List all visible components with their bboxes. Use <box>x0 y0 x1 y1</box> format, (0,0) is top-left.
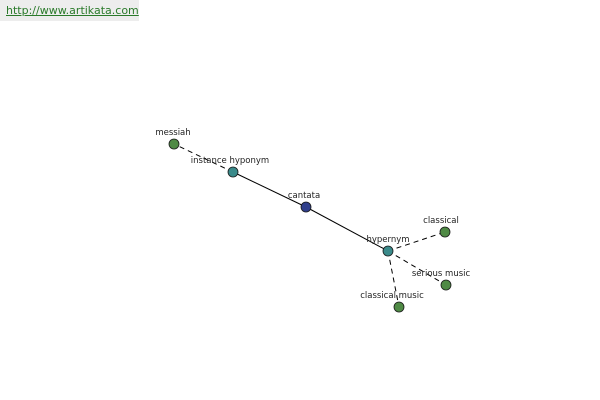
source-url-bar: http://www.artikata.com <box>0 0 139 21</box>
node-label-messiah: messiah <box>155 128 190 138</box>
edge-instance-hyponym-to-messiah <box>173 143 234 173</box>
node-serious-music[interactable] <box>440 279 452 291</box>
node-hypernym[interactable] <box>382 245 394 257</box>
edge-hypernym-to-classical <box>387 231 446 252</box>
node-label-classical: classical <box>423 216 459 226</box>
node-classical-music[interactable] <box>393 301 405 313</box>
edges-layer <box>173 143 447 308</box>
edge-cantata-to-hypernym <box>305 206 389 252</box>
labels-layer: cantata instance hyponym hypernym messiah cl… <box>155 128 470 301</box>
node-label-instance-hyponym: instance hyponym <box>191 156 269 166</box>
node-label-cantata: cantata <box>288 191 320 201</box>
node-messiah[interactable] <box>168 138 180 150</box>
edge-hypernym-to-classical-music <box>387 250 400 308</box>
source-url-link[interactable]: http://www.artikata.com <box>6 4 139 17</box>
node-classical[interactable] <box>439 226 451 238</box>
node-instance-hyponym[interactable] <box>227 166 239 178</box>
nodes-layer <box>168 138 452 313</box>
node-label-classical-music: classical music <box>360 291 424 301</box>
edge-hypernym-to-serious-music <box>387 250 447 286</box>
edge-cantata-to-instance-hyponym <box>232 171 307 208</box>
node-label-serious-music: serious music <box>412 269 471 279</box>
node-cantata[interactable] <box>300 201 312 213</box>
node-label-hypernym: hypernym <box>366 235 409 245</box>
